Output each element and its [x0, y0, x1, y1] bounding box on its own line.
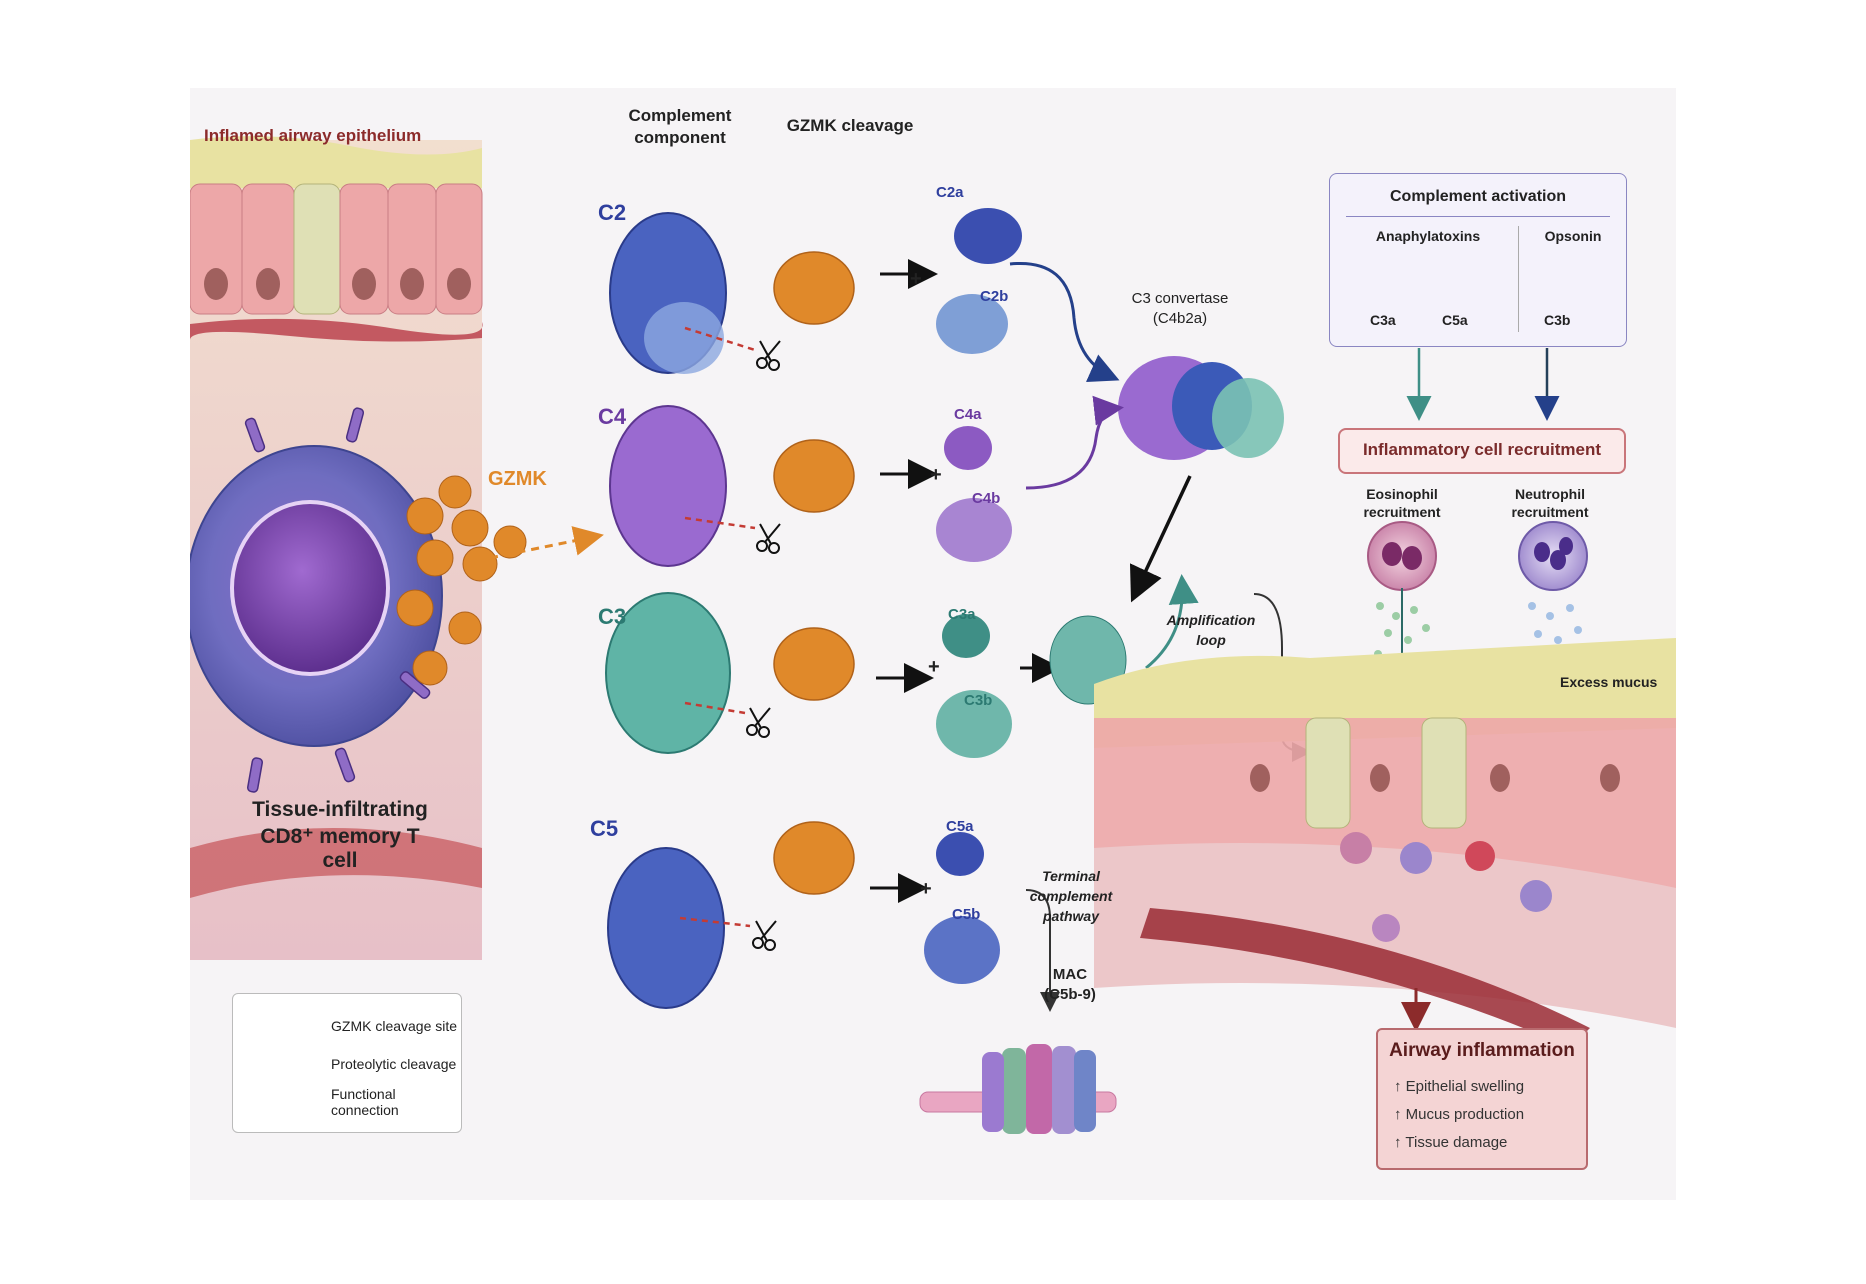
- column-header-cleavage: GZMK cleavage: [786, 116, 914, 135]
- cleavage-fragments: [924, 208, 1127, 984]
- gzmk-release-arrow: [489, 526, 604, 560]
- legend-item-proteolytic: Proteolytic cleavage: [331, 1056, 457, 1072]
- mac-pore: [919, 1044, 1117, 1134]
- tissue-title: Inflamed airway epithelium: [204, 126, 422, 145]
- c3-label: C3: [598, 604, 627, 629]
- activation-divider: [1346, 216, 1610, 217]
- c5b-label: C5b: [952, 906, 981, 923]
- c2b-label: C2b: [980, 288, 1009, 305]
- eosinophil: [1367, 521, 1437, 591]
- eosinophil-label-1: Eosinophil: [1366, 486, 1438, 502]
- inflammatory-recruitment-box: Inflammatory cell recruitment: [1338, 428, 1626, 474]
- c4-label: C4: [598, 404, 627, 429]
- legend-item-functional: Functional connection: [331, 1086, 399, 1118]
- complement-activation-box: Complement activation Anaphylatoxins Ops…: [1329, 173, 1627, 347]
- c3b-activation-label: C3b: [1544, 312, 1571, 328]
- opsonin-label: Opsonin: [1544, 228, 1602, 244]
- legend: GZMK cleavage site Proteolytic cleavage …: [232, 993, 462, 1133]
- gzmk-enzymes: [773, 251, 855, 895]
- tcell-label-line1: Tissue-infiltrating: [252, 798, 428, 821]
- amplification-loop-arrow: [1145, 574, 1199, 670]
- convertase-to-c3-arrow: [1129, 475, 1192, 603]
- c5a-activation-label: C5a: [1442, 312, 1468, 328]
- c2a-to-convertase-arrow: [1009, 261, 1120, 382]
- terminal-label-3: pathway: [1042, 908, 1099, 924]
- c3b-label: C3b: [964, 692, 993, 709]
- eosinophil-label-2: recruitment: [1363, 504, 1441, 520]
- c2a-label: C2a: [936, 184, 964, 201]
- c4a-label: C4a: [954, 406, 982, 423]
- c3a-label: C3a: [948, 606, 976, 623]
- neutrophil: [1518, 521, 1588, 591]
- cd8-t-cell: [190, 407, 443, 793]
- scissors-icons: [746, 340, 781, 951]
- airway-title: Airway inflammation: [1389, 1040, 1575, 1061]
- epithelial-cells: [190, 183, 483, 315]
- anaphylatoxins-label: Anaphylatoxins: [1375, 228, 1481, 244]
- figure-canvas: Inflamed airway epithelium GZMK Tissue-i…: [190, 88, 1676, 1200]
- mac-label-2: (C5b-9): [1044, 986, 1096, 1003]
- legend-item-cleavage-site: GZMK cleavage site: [331, 1018, 458, 1034]
- airway-item-swelling: ↑ Epithelial swelling: [1394, 1078, 1525, 1095]
- neutrophil-label-1: Neutrophil: [1515, 486, 1585, 502]
- plus-c3: +: [928, 656, 940, 678]
- mac-label-1: MAC: [1052, 966, 1088, 983]
- c4b-label: C4b: [972, 490, 1001, 507]
- cleavage-sites: [679, 326, 756, 928]
- c5-label: C5: [590, 816, 619, 841]
- column-header-component-1: Complement: [628, 106, 732, 125]
- proteolytic-arrows: [870, 259, 1062, 903]
- plus-c4: +: [930, 464, 942, 486]
- convertase-label-1: C3 convertase: [1131, 290, 1229, 307]
- column-header-component-2: component: [634, 128, 726, 147]
- activation-title: Complement activation: [1389, 188, 1567, 205]
- amplification-label-2: loop: [1196, 632, 1226, 648]
- activation-vertical-divider: [1518, 226, 1519, 332]
- recruitment-title: Inflammatory cell recruitment: [1362, 440, 1602, 459]
- airway-item-damage: ↑ Tissue damage: [1394, 1134, 1508, 1151]
- c3a-activation-label: C3a: [1370, 312, 1396, 328]
- c5a-label: C5a: [946, 818, 974, 835]
- gzmk-label: GZMK: [488, 468, 547, 490]
- convertase-label-2: (C4b2a): [1152, 310, 1208, 327]
- airway-item-mucus: ↑ Mucus production: [1394, 1106, 1525, 1123]
- plus-c2: +: [910, 268, 922, 290]
- terminal-pathway-arrow: [1025, 889, 1060, 1012]
- gzmk-molecules: [396, 475, 527, 686]
- c4b-to-convertase-arrow: [1025, 395, 1124, 490]
- illustration-layer: [190, 136, 1676, 1134]
- excess-mucus-label: Excess mucus: [1560, 674, 1658, 690]
- terminal-label-2: complement: [1029, 888, 1113, 904]
- terminal-label-1: Terminal: [1042, 868, 1100, 884]
- neutrophil-label-2: recruitment: [1511, 504, 1589, 520]
- tcell-label-line2: CD8⁺ memory T cell: [260, 825, 420, 872]
- c3-convertase-complex: [1118, 356, 1284, 460]
- plus-c5: +: [920, 878, 932, 900]
- amplification-label-1: Amplification: [1166, 612, 1256, 628]
- right-tissue: [1094, 638, 1676, 1048]
- airway-inflammation-box: Airway inflammation ↑ Epithelial swellin…: [1376, 1028, 1588, 1170]
- c2-label: C2: [598, 200, 627, 225]
